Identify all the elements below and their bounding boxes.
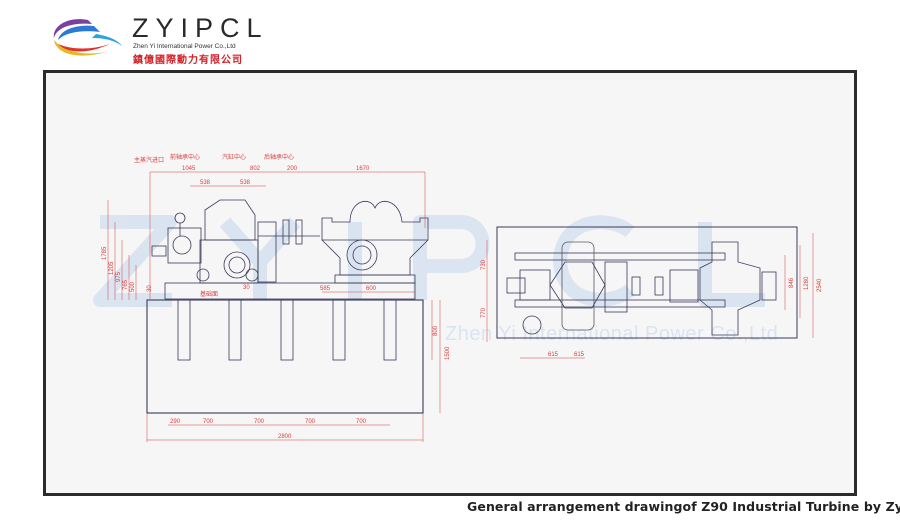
drawing-caption: General arrangement drawingof Z90 Indust… <box>467 499 900 514</box>
label-ground: 基础面 <box>200 290 218 298</box>
dim-label: 800 <box>433 325 439 336</box>
dim-label: 765 <box>123 279 129 290</box>
base-frame <box>164 282 416 300</box>
label-rear-bearing: 后轴承中心 <box>264 153 294 161</box>
pump-suction-flange <box>346 239 378 271</box>
logo-swoosh-icon <box>53 19 122 56</box>
steam-inlet-flange <box>172 235 192 255</box>
dim-label: 538 <box>200 180 211 186</box>
dim-label: 1205 <box>109 261 115 275</box>
dim-label: 730 <box>481 259 487 270</box>
dim-label: 700 <box>203 419 214 425</box>
dim-label: 802 <box>250 166 261 172</box>
side-view <box>146 199 429 414</box>
label-cylinder-center: 汽缸中心 <box>222 153 246 161</box>
pump-casing-bottom <box>321 239 429 276</box>
side-view-dimensions <box>107 171 441 442</box>
plan-view-dimensions <box>486 233 814 359</box>
dim-label: 600 <box>366 286 377 292</box>
dim-label: 200 <box>287 166 298 172</box>
plan-pump-casing <box>699 241 761 336</box>
watermark-small: Zhen Yi International Power Co.,Ltd <box>445 323 778 345</box>
logo-title: ZYIPCL <box>132 13 269 43</box>
dim-label: 1785 <box>102 246 108 260</box>
dim-label: 615 <box>548 352 559 358</box>
label-front-bearing: 前轴承中心 <box>170 153 200 161</box>
dim-label: 700 <box>305 419 316 425</box>
dim-label: 290 <box>170 419 181 425</box>
plan-flange <box>522 315 542 335</box>
rear-bearing-housing <box>257 221 277 283</box>
dim-label: 30 <box>243 285 250 291</box>
exhaust-flange <box>223 251 251 279</box>
dim-label: 700 <box>254 419 265 425</box>
dim-label: 1500 <box>445 346 451 360</box>
dim-label: 615 <box>574 352 585 358</box>
valve-handwheel <box>174 212 186 224</box>
coupling <box>282 219 290 245</box>
dim-label: 770 <box>481 307 487 318</box>
dim-label: 1280 <box>804 276 810 290</box>
dim-label: 975 <box>116 271 122 282</box>
dim-label: 500 <box>130 281 136 292</box>
plan-turbine-casing <box>561 241 595 331</box>
foundation-block <box>146 299 424 414</box>
dim-label: 700 <box>356 419 367 425</box>
dim-label: 1670 <box>356 166 370 172</box>
plan-view <box>496 226 798 339</box>
side-view-dimension-labels: 主蒸汽进口 前轴承中心 汽缸中心 后轴承中心 基础面 1045 538 538 … <box>102 153 451 440</box>
dim-label: 846 <box>789 277 795 288</box>
anchor-piles <box>177 299 397 361</box>
logo-chinese-name: 鎮億國際動力有限公司 <box>133 55 243 66</box>
dim-label: 30 <box>147 285 153 292</box>
dim-label: 585 <box>320 286 331 292</box>
dim-label: 2800 <box>278 434 292 440</box>
plan-view-dimension-labels: 730 770 846 1280 2540 615 615 <box>481 259 823 358</box>
steam-chest <box>167 227 202 264</box>
pump-casing-top <box>321 200 429 241</box>
dim-label: 538 <box>240 180 251 186</box>
plan-base-outline <box>496 226 798 339</box>
label-steam-inlet: 主蒸汽进口 <box>134 156 164 164</box>
company-logo: ZYIPCL Zhen Yi International Power Co.,L… <box>48 12 269 66</box>
dim-label: 1045 <box>182 166 196 172</box>
dim-label: 2540 <box>817 278 823 292</box>
logo-subtitle: Zhen Yi International Power Co.,Ltd <box>133 43 236 50</box>
